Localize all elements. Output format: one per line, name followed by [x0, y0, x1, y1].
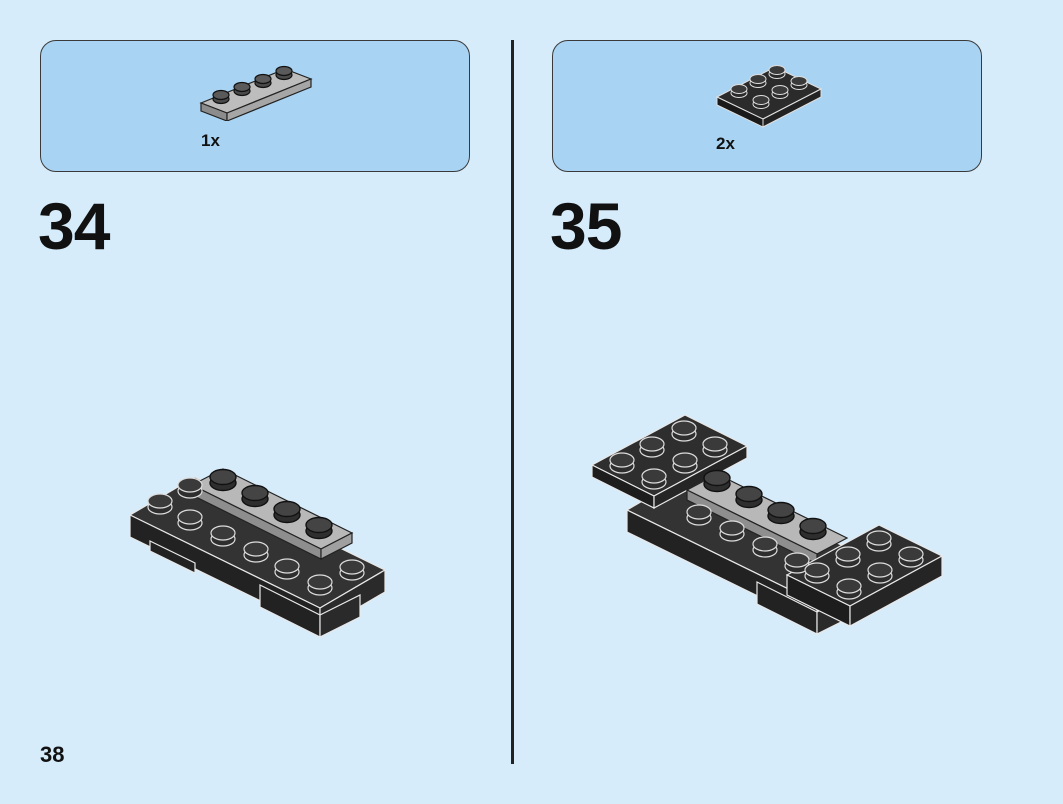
- part-quantity: 2x: [716, 134, 735, 153]
- step-number: 34: [38, 189, 110, 263]
- parts-callout-box: 1x: [40, 40, 470, 172]
- step-number: 35: [550, 189, 622, 263]
- page-number: 38: [40, 742, 65, 767]
- step-34-model-illustration: [128, 468, 387, 638]
- step-35-model-illustration: [590, 414, 944, 635]
- plate-1x4-icon: [199, 65, 313, 121]
- parts-callout-box: 2x: [552, 40, 982, 172]
- step-35: 2x 35: [512, 0, 1043, 804]
- plate-2x3-icon: [715, 65, 823, 128]
- step-34: 1x 34: [0, 0, 531, 804]
- part-quantity: 1x: [201, 131, 220, 150]
- step-divider: [511, 40, 514, 764]
